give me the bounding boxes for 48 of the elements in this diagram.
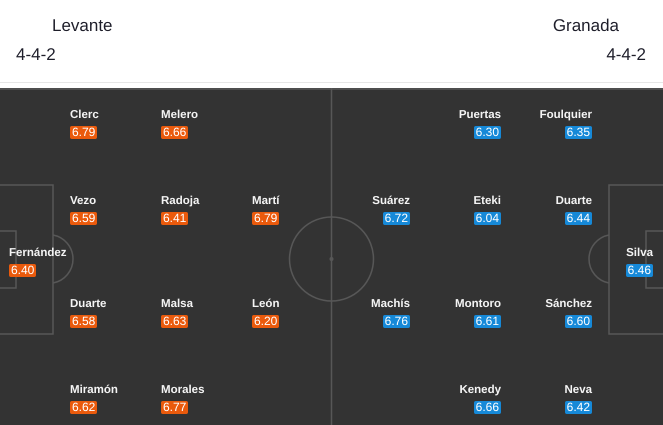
rating-badge: 6.66 (161, 126, 188, 139)
rating-badge: 6.20 (252, 315, 280, 328)
player-name: Fernández (9, 246, 67, 260)
rating-badge: 6.63 (161, 315, 188, 328)
player-name: Radoja (161, 194, 200, 208)
rating-badge: 6.66 (474, 401, 501, 414)
player-name: Clerc (70, 108, 99, 122)
player-name: Duarte (70, 297, 106, 311)
rating-badge: 6.79 (70, 126, 98, 139)
player-name: Puertas (458, 108, 501, 122)
player-name: Morales (161, 383, 204, 397)
player-name: Kenedy (459, 383, 501, 397)
rating-badge: 6.30 (474, 126, 501, 139)
team-name: Levante (52, 16, 112, 36)
player-name: Silva (626, 246, 653, 260)
rating-badge: 6.46 (626, 264, 653, 277)
rating-badge: 6.41 (161, 212, 188, 225)
rating-badge: 6.76 (382, 315, 410, 328)
rating-badge: 6.59 (70, 212, 98, 225)
rating-badge: 6.35 (564, 126, 592, 139)
player-name: Montoro (455, 297, 501, 311)
player-name: Sánchez (545, 297, 592, 311)
rating-badge: 6.61 (474, 315, 501, 328)
rating-badge: 6.72 (382, 212, 410, 225)
player-name: Eteki (474, 194, 501, 208)
formation: 4-4-2 (16, 45, 56, 65)
player-name: Neva (564, 383, 592, 397)
player-name: Duarte (556, 194, 592, 208)
player-name: Machís (371, 297, 410, 311)
rating-badge: 6.77 (161, 401, 188, 414)
rating-badge: 6.40 (9, 264, 36, 277)
player-name: León (252, 297, 280, 311)
formation: 4-4-2 (606, 45, 646, 65)
rating-badge: 6.58 (70, 315, 98, 328)
rating-badge: 6.44 (564, 212, 592, 225)
rating-badge: 6.04 (474, 212, 501, 225)
rating-badge: 6.62 (70, 401, 98, 414)
player-name: Foulquier (540, 108, 592, 122)
rating-badge: 6.60 (564, 315, 592, 328)
rating-badge: 6.42 (564, 401, 592, 414)
rating-badge: 6.79 (252, 212, 280, 225)
player-name: Vezo (70, 194, 96, 208)
player-name: Melero (161, 108, 198, 122)
team-name: Granada (552, 16, 619, 36)
player-name: Miramón (70, 383, 118, 397)
player-name: Martí (252, 194, 280, 208)
player-name: Malsa (161, 297, 193, 311)
player-name: Suárez (372, 194, 410, 208)
